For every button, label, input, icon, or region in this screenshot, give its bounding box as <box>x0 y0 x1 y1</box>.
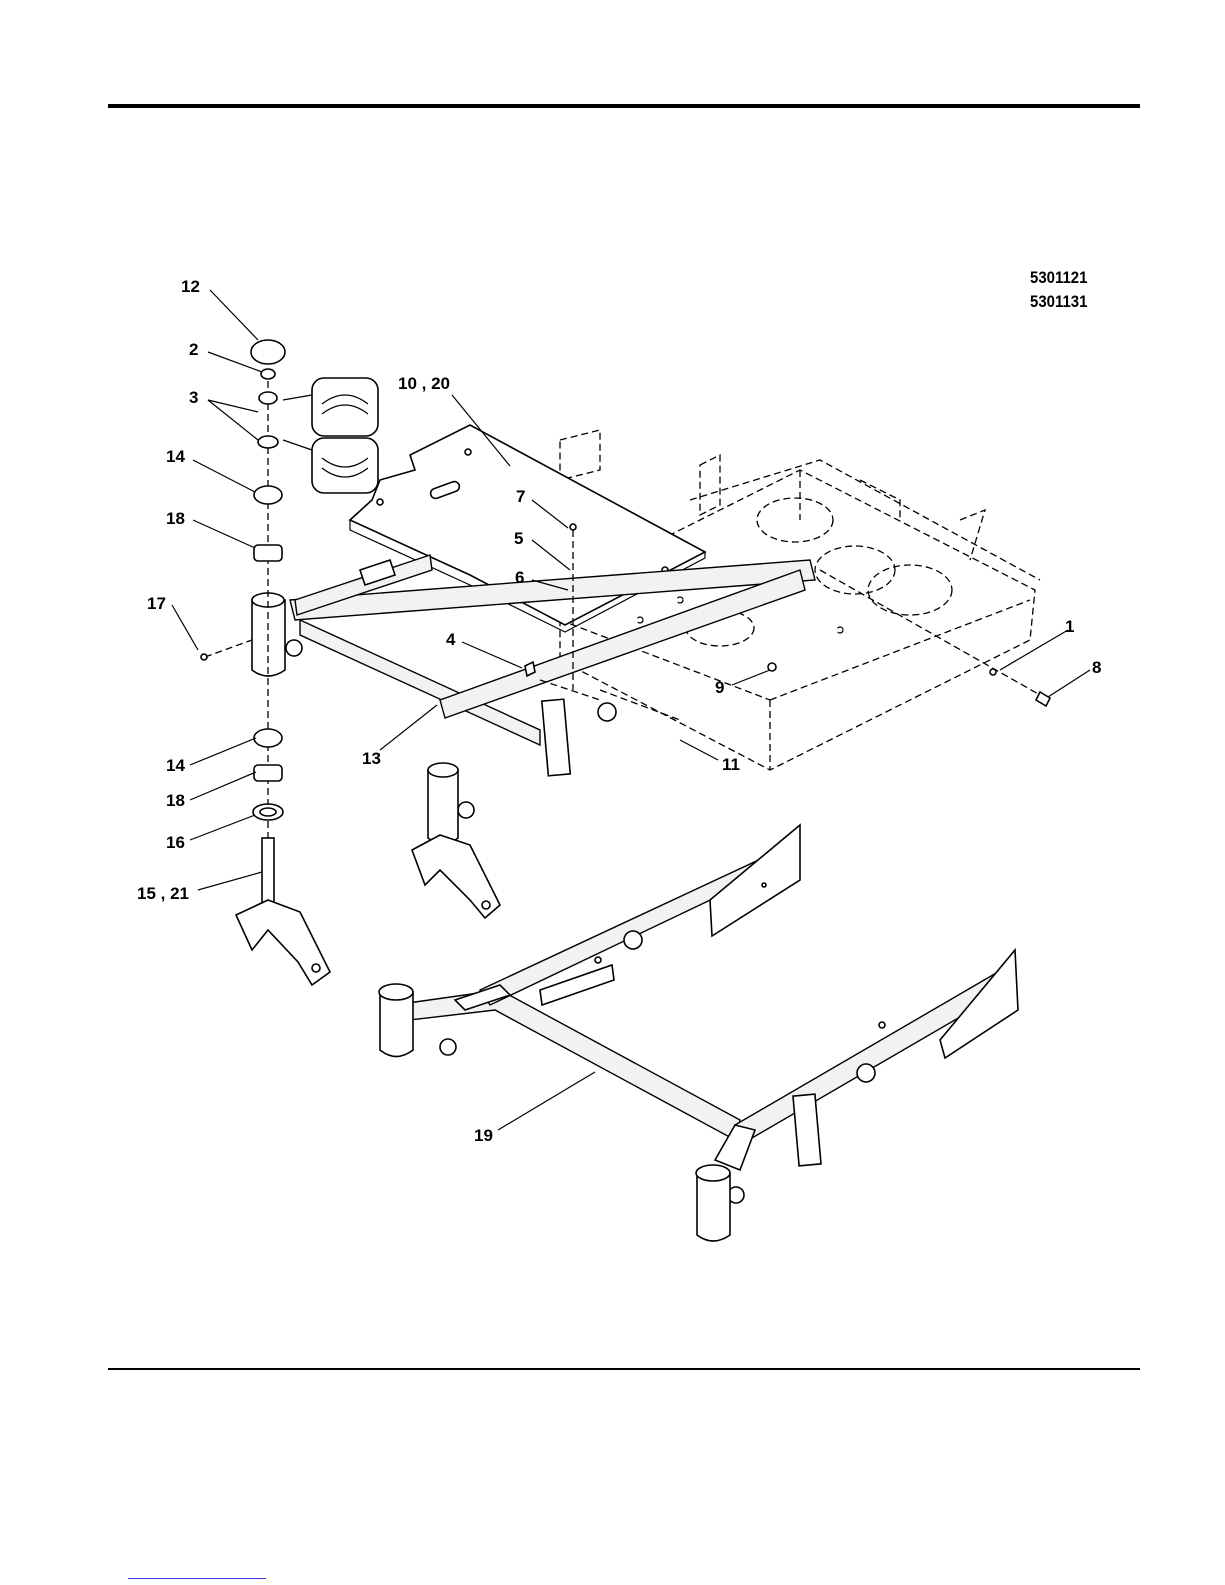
callout-14-upper: 14 <box>166 447 185 466</box>
callout-8: 8 <box>1092 658 1101 677</box>
callout-6: 6 <box>515 568 524 587</box>
footer-link-underline[interactable] <box>128 1578 266 1579</box>
callout-7: 7 <box>516 487 525 506</box>
callout-10-20: 10 , 20 <box>398 374 450 393</box>
callout-18-upper: 18 <box>166 509 185 528</box>
callout-4: 4 <box>446 630 456 649</box>
washer-detail-views <box>283 378 378 493</box>
callout-13: 13 <box>362 749 381 768</box>
footer-rule <box>108 1368 1140 1370</box>
callout-15-21: 15 , 21 <box>137 884 189 903</box>
callout-17: 17 <box>147 594 166 613</box>
callout-1: 1 <box>1065 617 1074 636</box>
callout-3: 3 <box>189 388 198 407</box>
callout-14-lower: 14 <box>166 756 185 775</box>
callout-12: 12 <box>181 277 200 296</box>
callout-11: 11 <box>722 755 740 774</box>
callout-18-lower: 18 <box>166 791 185 810</box>
main-frame-phantom <box>560 430 1040 770</box>
callout-19: 19 <box>474 1126 493 1145</box>
callout-16: 16 <box>166 833 185 852</box>
callout-9: 9 <box>715 678 724 697</box>
callout-2: 2 <box>189 340 198 359</box>
callout-5: 5 <box>514 529 523 548</box>
